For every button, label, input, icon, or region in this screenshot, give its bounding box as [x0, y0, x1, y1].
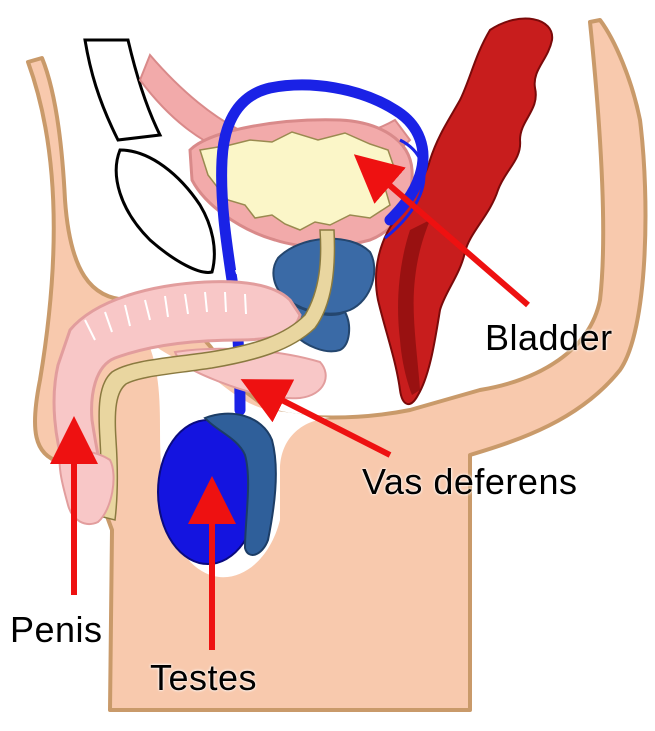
label-vas-deferens: Vas deferens: [362, 464, 577, 500]
glans: [60, 451, 114, 524]
label-bladder: Bladder: [485, 320, 613, 356]
label-penis: Penis: [10, 612, 103, 648]
label-testes: Testes: [150, 660, 257, 696]
